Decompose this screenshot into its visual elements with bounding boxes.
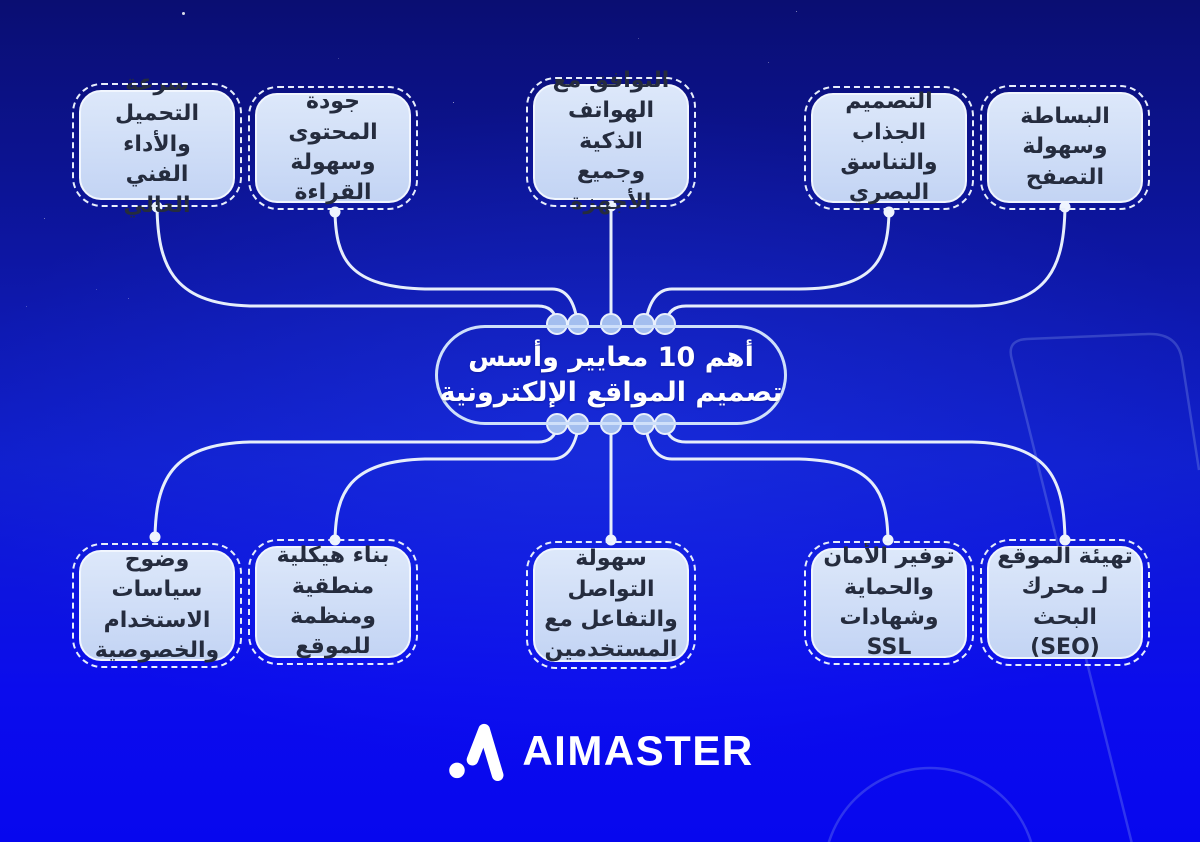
topic-label-top-4: التصميم الجذاب والتناسق البصري — [840, 89, 938, 206]
connector-bottom-4 — [644, 427, 890, 542]
connector-top-4 — [644, 210, 891, 322]
page-title-line1: أهم 10 معايير وأسس — [468, 341, 754, 373]
topic-box-top-2: جودة المحتوى وسهولة القراءة — [248, 86, 418, 210]
page-title-line2: تصميم المواقع الإلكترونية — [439, 377, 783, 408]
topic-box-bottom-2: بناء هيكلية منطقية ومنظمة للموقع — [248, 539, 418, 665]
topic-box-bottom-3: سهولة التواصل والتفاعل مع المستخدمين — [526, 541, 696, 669]
topic-label-top-3: التوافق مع الهواتف الذكية وجميع الأجهزة — [552, 68, 670, 215]
connector-bottom-5 — [664, 425, 1067, 542]
central-title-pill: أهم 10 معايير وأسس تصميم المواقع الإلكتر… — [435, 325, 787, 425]
topic-label-bottom-2: بناء هيكلية منطقية ومنظمة للموقع — [276, 543, 390, 660]
connector-top-2 — [333, 210, 579, 322]
topic-box-top-1: سرعة التحميل والأداء الفني العالي — [72, 71, 242, 218]
topic-box-top-3: التوافق مع الهواتف الذكية وجميع الأجهزة — [526, 68, 696, 215]
topic-label-bottom-3: سهولة التواصل والتفاعل مع المستخدمين — [544, 546, 678, 663]
brand-logo-text: AIMASTER — [522, 727, 754, 774]
topic-box-top-5: البساطة وسهولة التصفح — [980, 85, 1150, 210]
connector-top-5 — [664, 205, 1067, 324]
connector-bottom-1 — [153, 425, 559, 539]
topic-box-bottom-5: تهيئة الموقع لـ محرك البحث (SEO) — [980, 539, 1150, 666]
connector-bottom-2 — [333, 427, 580, 542]
topic-label-top-5: البساطة وسهولة التصفح — [1020, 103, 1110, 190]
topic-box-bottom-1: وضوح سياسات الاستخدام والخصوصية — [72, 543, 242, 668]
topic-label-top-1: سرعة التحميل والأداء الفني العالي — [114, 71, 199, 218]
brand-logo: AIMASTER — [446, 720, 753, 782]
topic-label-bottom-5: تهيئة الموقع لـ محرك البحث (SEO) — [997, 543, 1133, 660]
topic-label-bottom-1: وضوح سياسات الاستخدام والخصوصية — [94, 546, 220, 663]
box-endpoint-dots — [149, 200, 1071, 546]
connector-top-1 — [155, 205, 559, 324]
topic-label-bottom-4: توفير الأمان والحماية وشهادات SSL — [823, 544, 955, 661]
topic-box-top-4: التصميم الجذاب والتناسق البصري — [804, 86, 974, 210]
topic-label-top-2: جودة المحتوى وسهولة القراءة — [288, 89, 378, 206]
aimaster-mark-icon — [449, 723, 504, 782]
topic-box-bottom-4: توفير الأمان والحماية وشهادات SSL — [804, 541, 974, 665]
pill-node-circles — [546, 313, 676, 435]
